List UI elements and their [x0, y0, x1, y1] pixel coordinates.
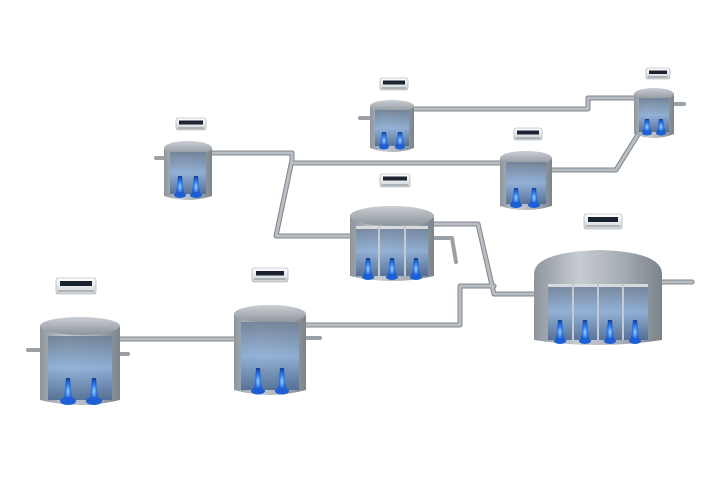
tank: [500, 151, 552, 210]
pipe-top-center-to-top-right-body: [412, 96, 638, 111]
pump-icon: [190, 176, 202, 198]
pump-icon: [60, 378, 76, 405]
pipe-bottom-middle-to-large-body: [302, 284, 496, 327]
pump-icon: [642, 119, 652, 136]
pump-icon: [174, 176, 186, 198]
tank: [40, 317, 120, 405]
station-top-right: [634, 67, 674, 138]
station-center-right: [500, 127, 552, 210]
pipe-network: [26, 95, 695, 356]
pipe-stubs: [26, 102, 686, 356]
controller-icon: [379, 77, 409, 91]
pump-icon: [656, 119, 666, 136]
pump-icon: [386, 258, 398, 280]
station-top-center: [370, 77, 414, 152]
controller-icon: [175, 117, 207, 131]
pipe-top-left-to-center-right-body: [208, 151, 502, 165]
tank: [164, 141, 212, 200]
pump-icon: [86, 378, 102, 405]
pump-icon: [275, 368, 289, 395]
pump-icon: [251, 368, 265, 395]
pump-icon: [395, 132, 405, 150]
tank: [350, 206, 434, 281]
pump-icon: [362, 258, 374, 280]
controller-icon: [55, 277, 97, 295]
tank: [634, 88, 674, 138]
tank: [234, 305, 306, 395]
pump-icon: [528, 188, 540, 208]
pump-icon: [629, 320, 641, 344]
pipe-bottom-middle-to-large: [301, 283, 497, 328]
tank: [370, 100, 414, 152]
station-bottom-left: [40, 277, 120, 405]
controller-icon: [379, 173, 411, 188]
controller-icon: [251, 267, 289, 283]
pump-icon: [604, 320, 616, 344]
pipe-body: [108, 96, 694, 341]
pump-icon: [379, 132, 389, 150]
pipe-stub-center-inlet: [432, 236, 458, 264]
tank: [534, 250, 662, 345]
controller-icon: [645, 67, 671, 80]
pipe-top-center-to-top-right: [411, 95, 639, 112]
pipe-top-left-loop-to-center-body: [274, 158, 352, 238]
station-top-left: [164, 117, 212, 200]
controller-icon: [513, 127, 543, 141]
station-large-right: [534, 213, 662, 345]
pump-icon: [579, 320, 591, 344]
pump-icon: [554, 320, 566, 344]
controller-icon: [583, 213, 623, 230]
station-center: [350, 173, 434, 281]
pipe-center-to-large-body: [432, 222, 542, 296]
station-bottom-middle: [234, 267, 306, 395]
pump-icon: [510, 188, 522, 208]
pipe-top-left-loop-to-center: [273, 157, 353, 239]
pump-icon: [410, 258, 422, 280]
